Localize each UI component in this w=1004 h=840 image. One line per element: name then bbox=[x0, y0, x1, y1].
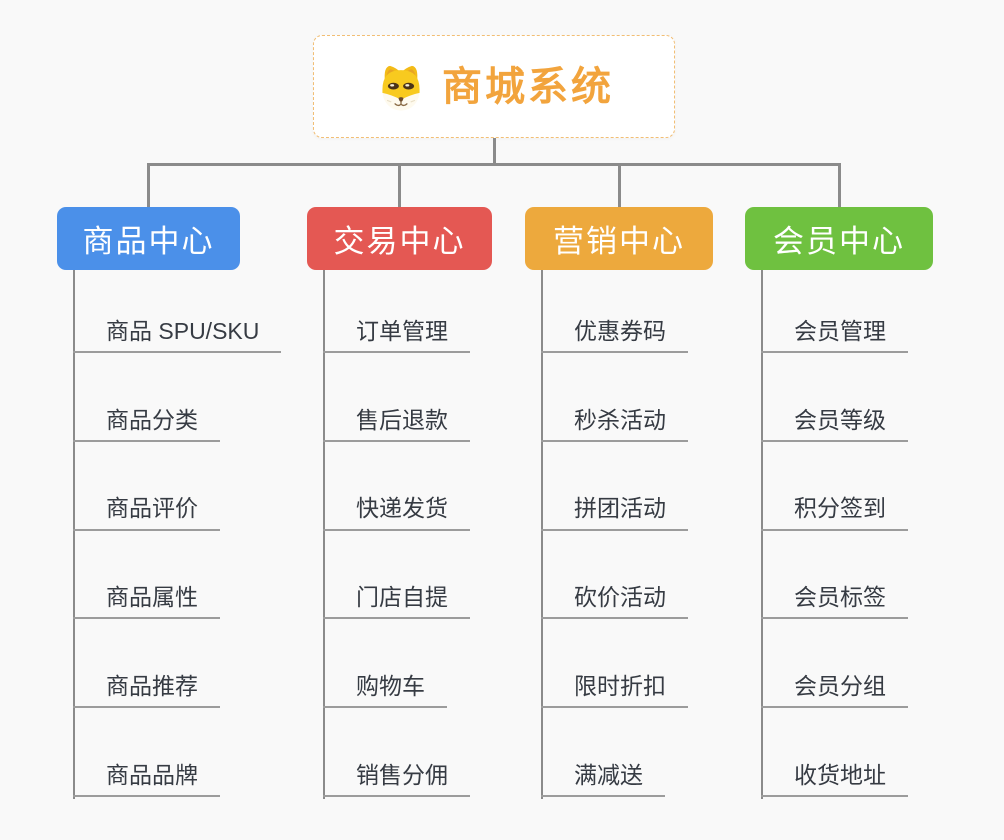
connector-drop bbox=[147, 163, 150, 209]
branch-item[interactable]: 商品推荐 bbox=[73, 664, 220, 709]
branch-item[interactable]: 限时折扣 bbox=[541, 664, 688, 709]
branch-item[interactable]: 砍价活动 bbox=[541, 575, 688, 620]
branch-trunk bbox=[541, 270, 543, 799]
root-node[interactable]: 商城系统 bbox=[313, 35, 675, 138]
dog-icon bbox=[374, 61, 428, 113]
branch-item[interactable]: 商品分类 bbox=[73, 398, 220, 442]
branch-item[interactable]: 门店自提 bbox=[323, 575, 470, 620]
branch-item[interactable]: 会员标签 bbox=[761, 575, 908, 620]
branch-header-3[interactable]: 营销中心 bbox=[525, 207, 713, 270]
branch-header-1[interactable]: 商品中心 bbox=[57, 207, 240, 270]
branch-item[interactable]: 商品评价 bbox=[73, 487, 220, 531]
branch-item[interactable]: 拼团活动 bbox=[541, 487, 688, 531]
branch-trunk bbox=[323, 270, 325, 799]
connector-bus bbox=[148, 163, 839, 166]
root-title: 商城系统 bbox=[442, 64, 614, 109]
branch-item[interactable]: 商品 SPU/SKU bbox=[73, 309, 282, 353]
branch-item[interactable]: 秒杀活动 bbox=[541, 398, 688, 442]
branch-header-2[interactable]: 交易中心 bbox=[307, 207, 492, 270]
branch-item[interactable]: 会员管理 bbox=[761, 309, 908, 353]
branch-header-4[interactable]: 会员中心 bbox=[745, 207, 933, 270]
connector-root-stub bbox=[492, 138, 496, 166]
connector-drop bbox=[398, 163, 401, 209]
branch-item[interactable]: 优惠券码 bbox=[541, 309, 688, 353]
branch-item[interactable]: 收货地址 bbox=[761, 753, 908, 797]
branch-item[interactable]: 快递发货 bbox=[323, 487, 470, 531]
connector-drop bbox=[617, 163, 621, 209]
connector-drop bbox=[837, 163, 841, 209]
branch-item[interactable]: 商品品牌 bbox=[73, 753, 220, 797]
branch-item[interactable]: 售后退款 bbox=[323, 398, 470, 442]
branch-item[interactable]: 积分签到 bbox=[761, 487, 908, 531]
branch-item[interactable]: 满减送 bbox=[541, 753, 665, 797]
branch-item[interactable]: 商品属性 bbox=[73, 575, 220, 620]
branch-item[interactable]: 购物车 bbox=[323, 664, 447, 709]
branch-item[interactable]: 会员分组 bbox=[761, 664, 908, 709]
branch-item[interactable]: 销售分佣 bbox=[323, 753, 470, 797]
branch-item[interactable]: 会员等级 bbox=[761, 398, 908, 442]
branch-item[interactable]: 订单管理 bbox=[323, 309, 470, 353]
branch-trunk bbox=[73, 270, 75, 799]
branch-trunk bbox=[761, 270, 763, 799]
